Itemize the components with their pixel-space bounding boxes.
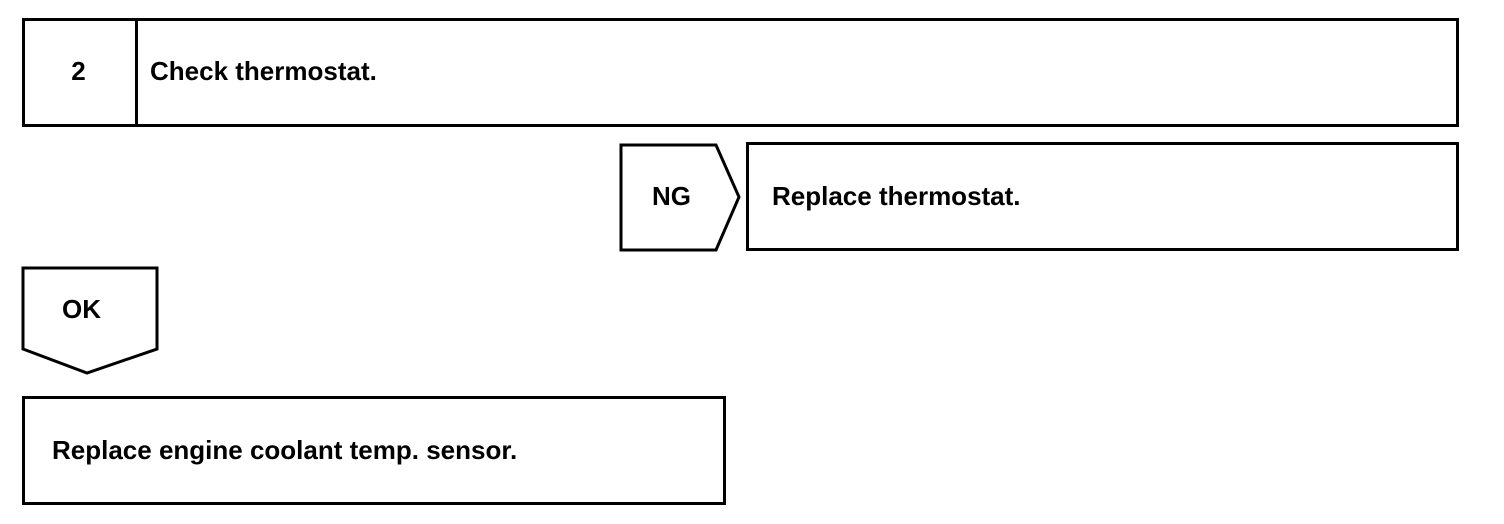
ng-arrow-shape bbox=[619, 143, 741, 252]
step-divider bbox=[135, 18, 138, 127]
step-box bbox=[22, 18, 1459, 127]
ok-label: OK bbox=[62, 294, 101, 324]
ng-action-box bbox=[746, 142, 1459, 251]
ok-arrow-shape bbox=[21, 266, 159, 375]
ng-label: NG bbox=[652, 181, 691, 211]
step-title: Check thermostat. bbox=[150, 56, 377, 86]
ok-action-text: Replace engine coolant temp. sensor. bbox=[52, 435, 518, 465]
ng-action-text: Replace thermostat. bbox=[772, 181, 1021, 211]
step-number: 2 bbox=[71, 56, 86, 86]
ok-action-box bbox=[22, 396, 726, 505]
